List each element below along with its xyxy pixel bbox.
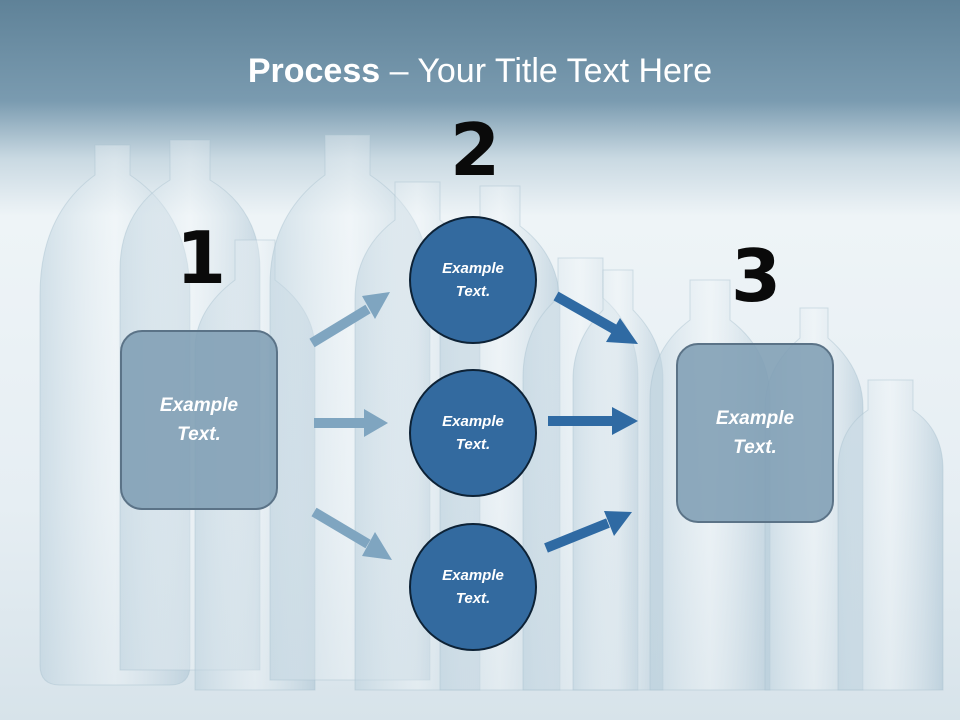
title-bold: Process [247,52,381,90]
title-rest: – Your Title Text Here [380,52,713,90]
circle-bottom-text: Example Text. [442,567,504,607]
slide-title: Process – Your Title Text Here [0,52,960,91]
arrow-1-to-middle [314,409,388,437]
bottle-11 [837,379,944,691]
arrow-middle-to-3 [548,407,638,435]
step-1-box: Example Text. [120,330,278,510]
step-2-circle-middle: Example Text. [409,369,537,497]
arrow-top-to-3 [553,291,638,344]
arrow-bottom-to-3 [544,511,632,553]
step-number-2: 2 [450,108,501,192]
arrow-1-to-bottom [311,507,392,560]
step-3-box: Example Text. [676,343,834,523]
step-2-circle-top: Example Text. [409,216,537,344]
step-number-3: 3 [731,234,782,318]
arrow-1-to-top [309,292,390,348]
circle-middle-text: Example Text. [442,413,504,453]
step-number-1: 1 [176,216,227,300]
circle-top-text: Example Text. [442,260,504,300]
step-1-text: Example Text. [159,395,239,445]
step-3-text: Example Text. [715,408,795,458]
step-2-circle-bottom: Example Text. [409,523,537,651]
